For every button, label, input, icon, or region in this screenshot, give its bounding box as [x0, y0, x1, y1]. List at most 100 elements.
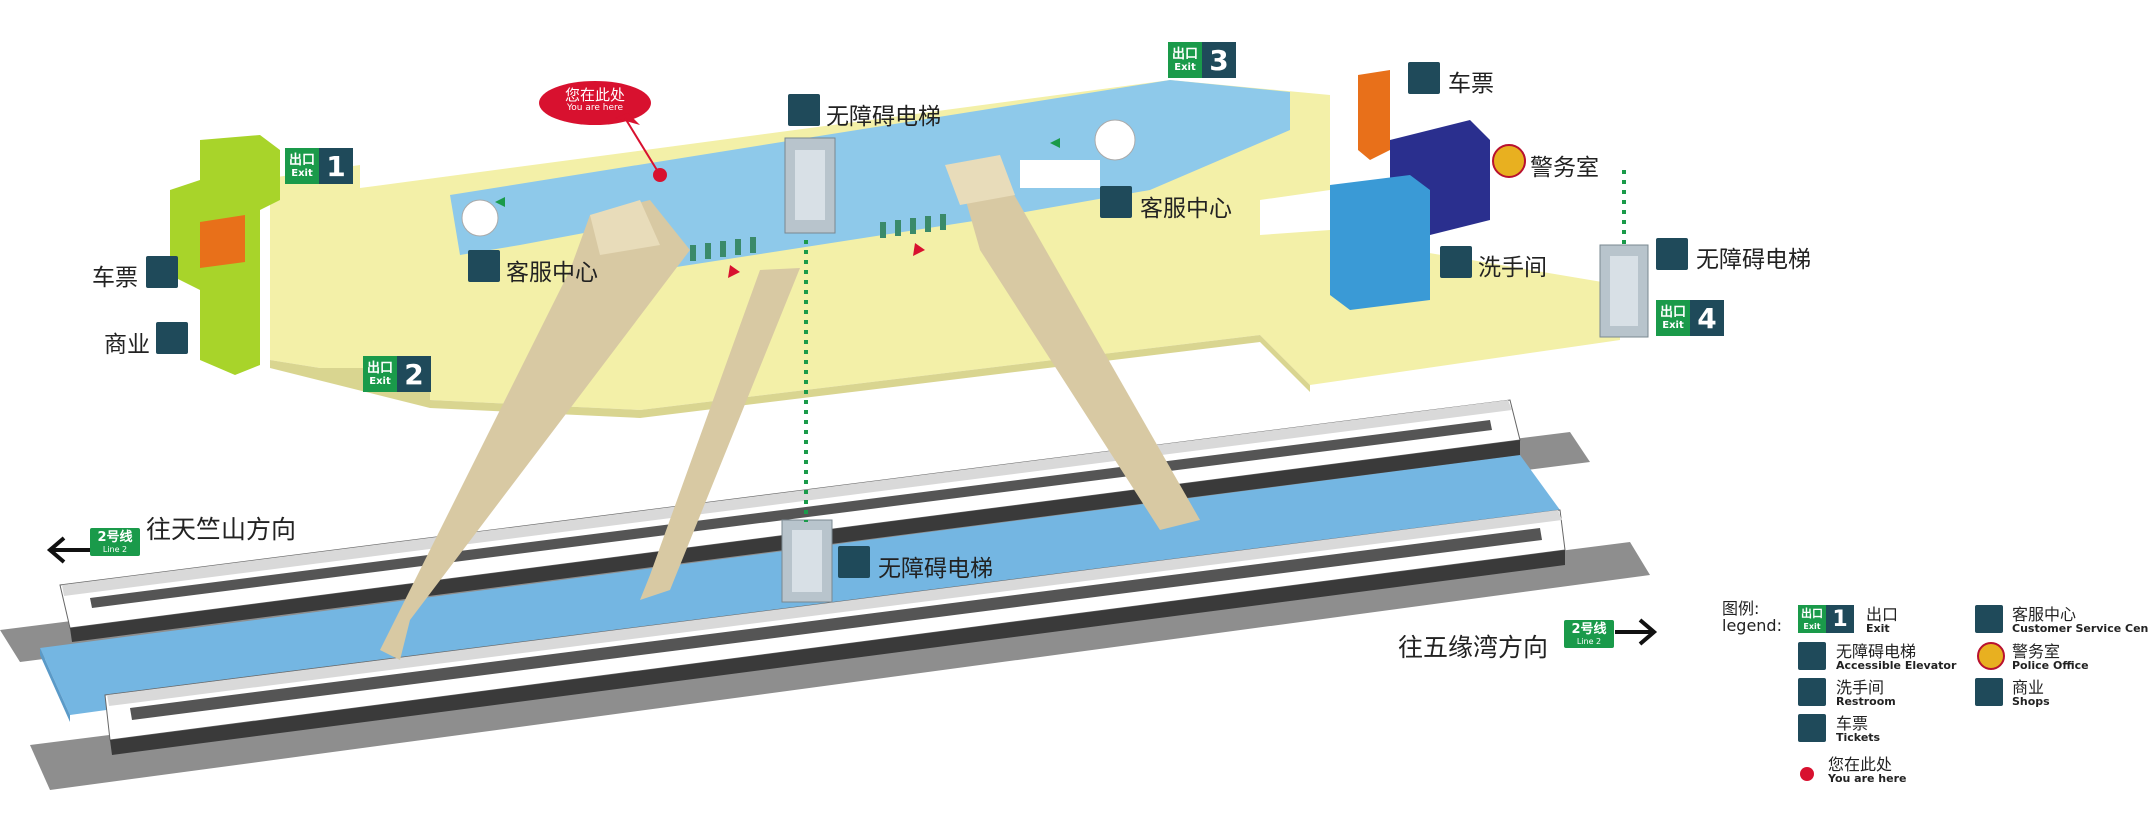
police-badge-icon: [1492, 144, 1526, 178]
line-badge-zh: 2号线: [97, 529, 133, 545]
direction-left-label: 往天竺山方向: [146, 515, 297, 544]
exit-zh: 出口: [1171, 46, 1198, 62]
line-badge-zh: 2号线: [1571, 621, 1607, 637]
restroom-service-icon: [468, 250, 500, 282]
legend-zh: 洗手间: [1836, 678, 1885, 697]
blue-block: [1330, 175, 1430, 310]
service-label-right: 客服中心: [1140, 196, 1232, 222]
legend-en: Tickets: [1836, 731, 1881, 744]
exit-en: Exit: [1662, 319, 1684, 331]
legend-title-zh: 图例:: [1722, 599, 1760, 618]
legend-zh: 客服中心: [2012, 605, 2077, 624]
legend-zh: 车票: [1836, 714, 1869, 733]
legend-en: You are here: [1828, 772, 1907, 785]
police-label: 警务室: [1530, 155, 1599, 181]
elevator-icon: [1656, 238, 1688, 270]
legend-elevator-icon: [1798, 642, 1826, 670]
elevator-right: [1599, 244, 1649, 338]
you-are-here-zh: 您在此处: [564, 86, 625, 104]
legend-en: Accessible Elevator: [1836, 659, 1957, 672]
stairs-left: [380, 200, 690, 660]
exit-zh: 出口: [1659, 304, 1686, 320]
legend-zh: 警务室: [2012, 642, 2061, 661]
exit-zh: 出口: [288, 152, 315, 168]
tickets-label-left: 车票: [92, 265, 138, 291]
you-are-here-marker: [539, 81, 667, 182]
exit-en: Exit: [369, 375, 391, 387]
train-front: [104, 509, 1566, 755]
legend-en: Exit: [1866, 622, 1890, 635]
exit-zh: 出口: [1801, 606, 1823, 620]
shops-icon: [156, 322, 188, 354]
elevator-top: [784, 137, 836, 234]
restroom-label: 洗手间: [1478, 255, 1547, 281]
exit-en: Exit: [1174, 61, 1196, 73]
legend-restroom-icon: [1798, 678, 1826, 706]
exit-number: 2: [397, 356, 431, 392]
you-are-here-en: You are here: [566, 103, 624, 113]
exit-en: Exit: [1803, 621, 1821, 631]
exit-number: 3: [1202, 42, 1236, 78]
service-booth-left: [461, 199, 499, 237]
stairs-right: [960, 170, 1200, 530]
legend-tickets-icon: [1798, 714, 1826, 742]
legend-en: Police Office: [2012, 659, 2089, 672]
legend-en: Restroom: [1836, 695, 1896, 708]
direction-right-label: 往五缘湾方向: [1398, 633, 1549, 662]
exit-zh: 出口: [366, 360, 393, 376]
orange-block: [1358, 70, 1390, 160]
legend-zh: 您在此处: [1828, 755, 1893, 774]
service-icon: [1100, 186, 1132, 218]
legend-shops-icon: [1975, 678, 2003, 706]
exit-number: 4: [1690, 300, 1724, 336]
exit-number: 1: [1826, 605, 1854, 633]
tickets-label-right: 车票: [1448, 71, 1494, 97]
legend-zh: 商业: [2012, 678, 2045, 697]
stairs-center: [640, 268, 800, 600]
legend-en: Shops: [2012, 695, 2050, 708]
legend-zh: 出口: [1866, 605, 1899, 624]
legend-title-en: legend:: [1722, 616, 1782, 635]
arrow-left-icon: [46, 536, 90, 564]
line-badge-en: Line 2: [1576, 636, 1602, 646]
exit-number: 1: [319, 148, 353, 184]
service-label-left: 客服中心: [506, 260, 598, 286]
legend-en: Customer Service Cen: [2012, 622, 2149, 635]
line-badge-en: Line 2: [102, 544, 128, 554]
elevator-label-platform: 无障碍电梯: [878, 556, 993, 582]
legend-police-icon: [1977, 642, 2005, 670]
legend-service-icon: [1975, 605, 2003, 633]
legend-zh: 无障碍电梯: [1836, 642, 1917, 661]
exit-en: Exit: [291, 167, 313, 179]
legend-red-dot: [1800, 767, 1814, 781]
service-booth-right: [1094, 119, 1136, 161]
you-are-here-label: 您在此处 You are here: [552, 86, 638, 114]
elevator-label-top: 无障碍电梯: [826, 104, 941, 130]
arrow-right-icon: [1615, 618, 1658, 646]
tickets-icon: [146, 256, 178, 288]
elevator-icon: [838, 546, 870, 578]
elevator-platform: [781, 519, 833, 603]
tickets-icon: [1408, 62, 1440, 94]
elevator-label-right: 无障碍电梯: [1696, 247, 1811, 273]
elevator-icon: [788, 94, 820, 126]
shops-label: 商业: [104, 332, 150, 358]
